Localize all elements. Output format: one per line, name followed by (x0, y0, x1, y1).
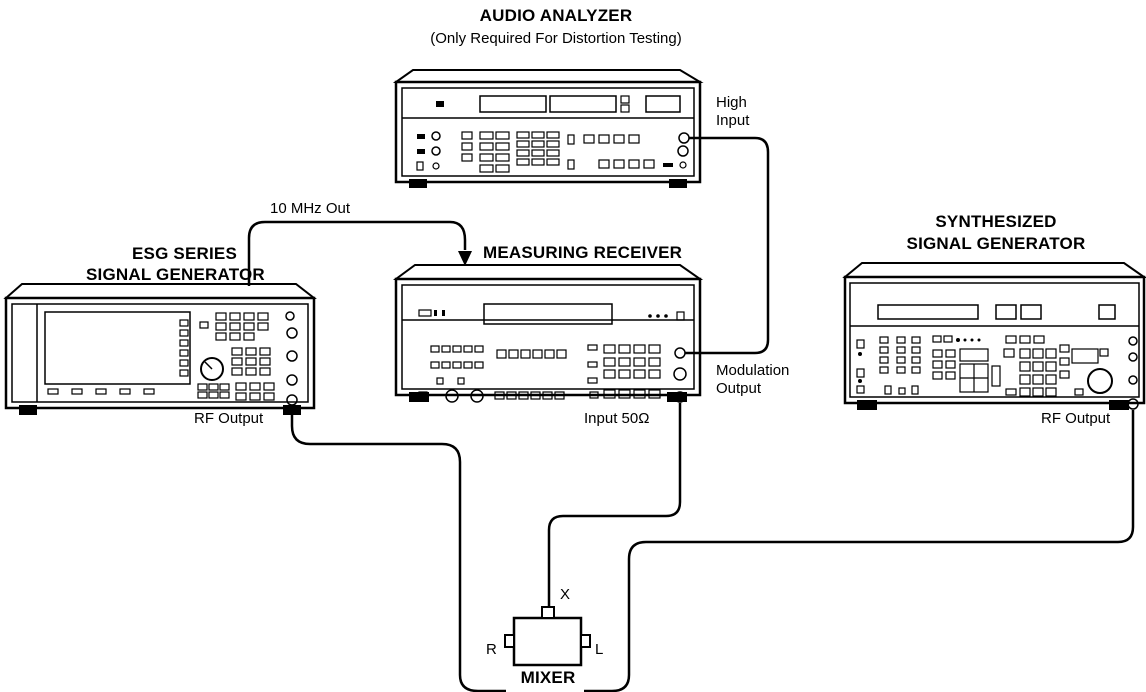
cables (247, 136, 1135, 692)
synth-rf-output-label: RF Output (1041, 410, 1111, 427)
modulation-output-label-line1: Modulation (716, 362, 790, 379)
synth-knob-icon (1087, 368, 1113, 394)
esg-rf-output-label: RF Output (194, 410, 264, 427)
esg-knob-icon (200, 357, 224, 381)
audio-analyzer-subtitle: (Only Required For Distortion Testing) (430, 30, 682, 47)
synth-rf-output-connector (1127, 398, 1139, 410)
measuring-receiver-instrument (392, 264, 704, 403)
mixer-component (504, 606, 591, 667)
audio-analyzer-instrument (392, 69, 704, 188)
esg-title-line1: ESG SERIES (132, 244, 237, 263)
receiver-input-label: Input 50Ω (584, 410, 650, 427)
cable-esg-to-mixer-r (290, 406, 506, 692)
synth-title-line1: SYNTHESIZED (935, 212, 1057, 231)
audio-high-input-label-line2: Input (716, 112, 750, 129)
esg-title-line2: SIGNAL GENERATOR (86, 265, 265, 284)
cable-modulation (685, 136, 770, 355)
synthesized-signal-generator-instrument (842, 262, 1146, 410)
receiver-input-connector (674, 391, 686, 403)
synth-title-line2: SIGNAL GENERATOR (906, 234, 1086, 253)
mixer-title: MIXER (520, 668, 576, 687)
modulation-output-label-line2: Output (716, 380, 762, 397)
mixer-port-r-label: R (486, 641, 497, 658)
cable-receiver-to-mixer-x (547, 403, 682, 606)
arrow-down-icon (458, 251, 472, 266)
esg-signal-generator-instrument (3, 283, 317, 415)
audio-analyzer-title: AUDIO ANALYZER (479, 6, 633, 25)
measuring-receiver-title: MEASURING RECEIVER (483, 243, 683, 262)
audio-high-input-label-line1: High (716, 94, 747, 111)
cable-10mhz-ref (247, 220, 467, 286)
synth-display (877, 304, 979, 320)
mixer-port-l-label: L (595, 641, 604, 658)
ref-out-label: 10 MHz Out (270, 200, 351, 217)
esg-display-screen (44, 311, 191, 385)
receiver-display (483, 303, 613, 325)
cable-synth-to-mixer-l (584, 410, 1135, 692)
mixer-port-x-label: X (560, 586, 571, 603)
esg-rf-output-connector (286, 394, 298, 406)
